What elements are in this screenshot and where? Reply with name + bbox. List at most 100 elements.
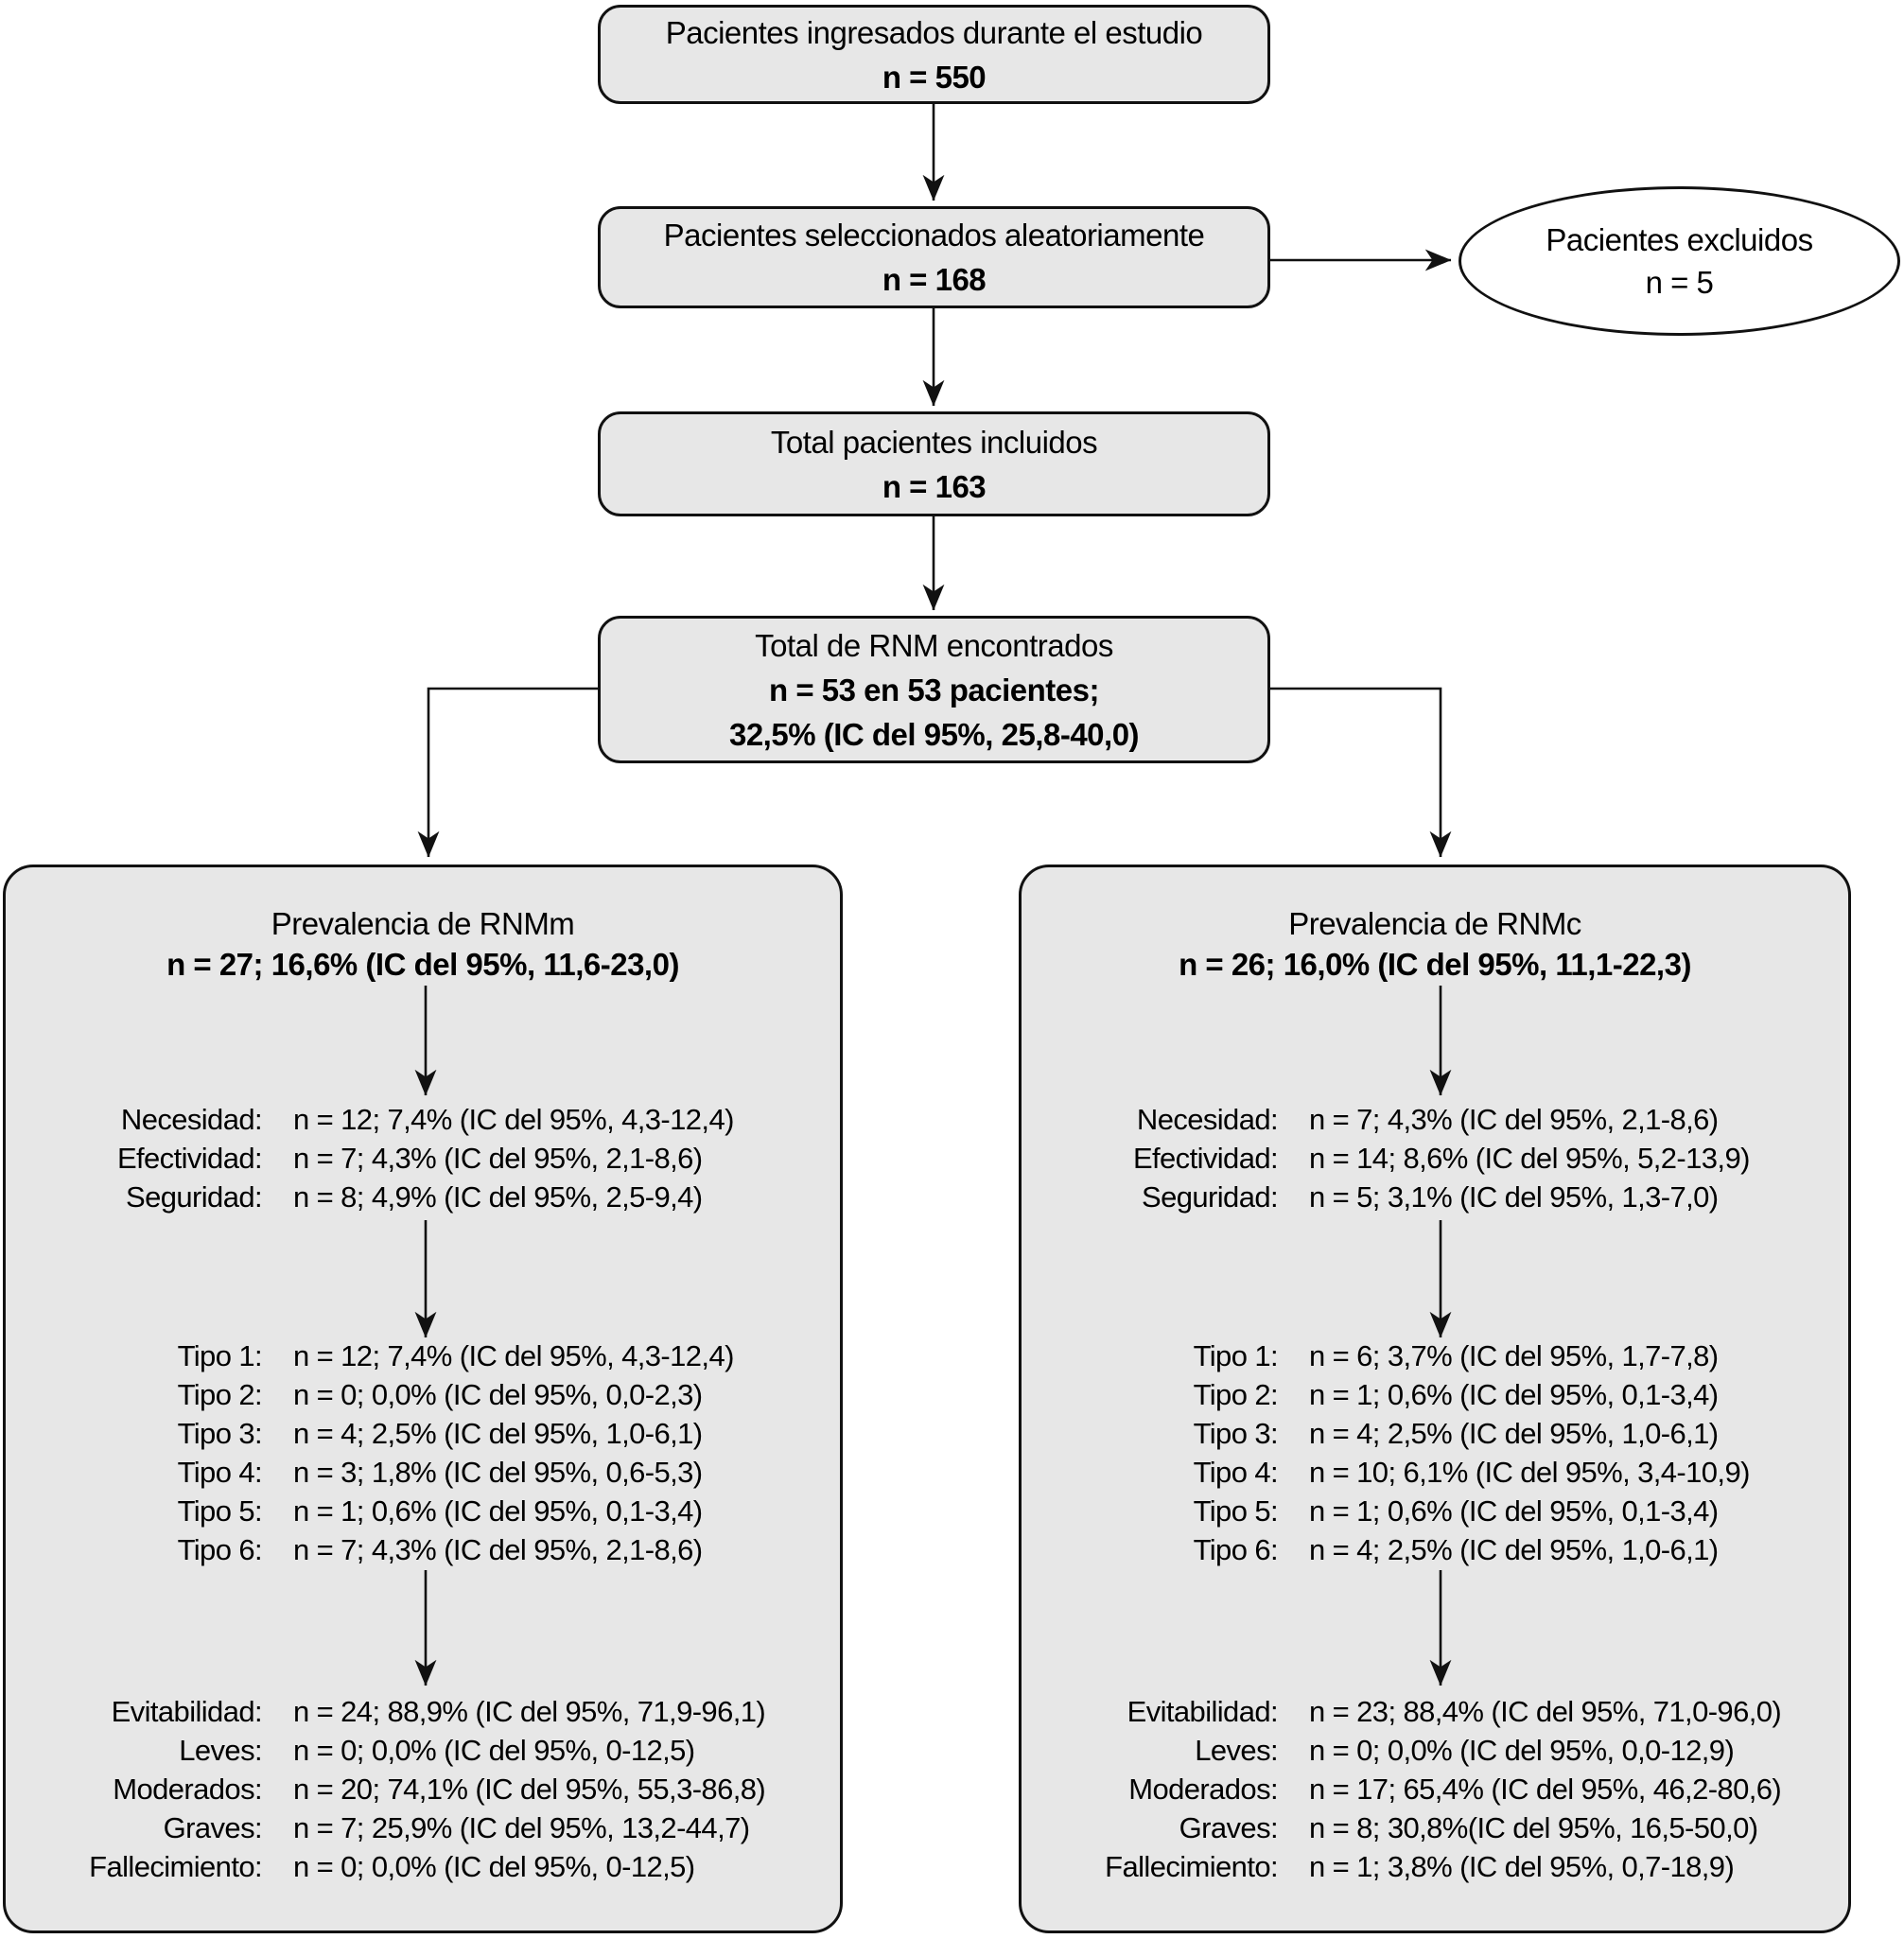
stat-row: Seguridad: n = 5; 3,1% (IC del 95%, 1,3-… — [1022, 1178, 1848, 1216]
stat-row: Evitabilidad: n = 24; 88,9% (IC del 95%,… — [6, 1692, 840, 1731]
stat-row: Tipo 1: n = 6; 3,7% (IC del 95%, 1,7-7,8… — [1022, 1336, 1848, 1375]
panel-rnmc-severity-section: Evitabilidad: n = 23; 88,4% (IC del 95%,… — [1022, 1692, 1848, 1886]
row-value: n = 8; 30,8%(IC del 95%, 16,5-50,0) — [1309, 1811, 1758, 1844]
row-label: Tipo 6: — [1193, 1533, 1279, 1566]
row-value: n = 8; 4,9% (IC del 95%, 2,5-9,4) — [293, 1180, 703, 1214]
row-value: n = 7; 4,3% (IC del 95%, 2,1-8,6) — [1309, 1103, 1719, 1136]
row-value: n = 4; 2,5% (IC del 95%, 1,0-6,1) — [1309, 1533, 1719, 1566]
row-label: Leves: — [1195, 1734, 1278, 1767]
panel-prevalencia-rnmm: Prevalencia de RNMm n = 27; 16,6% (IC de… — [3, 865, 843, 1933]
panel-rnmm-types-section: Tipo 1: n = 12; 7,4% (IC del 95%, 4,3-12… — [6, 1336, 840, 1569]
row-value: n = 12; 7,4% (IC del 95%, 4,3-12,4) — [293, 1103, 734, 1136]
node-text: Total de RNM encontrados — [755, 627, 1113, 663]
row-value: n = 7; 25,9% (IC del 95%, 13,2-44,7) — [293, 1811, 750, 1844]
row-value: n = 1; 0,6% (IC del 95%, 0,1-3,4) — [293, 1494, 703, 1528]
panel-rnmc-header: Prevalencia de RNMc n = 26; 16,0% (IC de… — [1022, 903, 1848, 985]
stat-row: Tipo 3: n = 4; 2,5% (IC del 95%, 1,0-6,1… — [6, 1414, 840, 1453]
row-value: n = 4; 2,5% (IC del 95%, 1,0-6,1) — [1309, 1417, 1719, 1450]
row-label: Tipo 3: — [177, 1417, 263, 1450]
stat-row: Tipo 5: n = 1; 0,6% (IC del 95%, 0,1-3,4… — [6, 1492, 840, 1530]
stat-row: Fallecimiento: n = 0; 0,0% (IC del 95%, … — [6, 1847, 840, 1886]
node-pacientes-excluidos: Pacientes excluidos n = 5 — [1459, 186, 1900, 336]
row-value: n = 4; 2,5% (IC del 95%, 1,0-6,1) — [293, 1417, 703, 1450]
stat-row: Seguridad: n = 8; 4,9% (IC del 95%, 2,5-… — [6, 1178, 840, 1216]
panel-rnmm-severity-section: Evitabilidad: n = 24; 88,9% (IC del 95%,… — [6, 1692, 840, 1886]
row-label: Evitabilidad: — [111, 1695, 263, 1728]
panel-rnmc-dimensions-section: Necesidad: n = 7; 4,3% (IC del 95%, 2,1-… — [1022, 1100, 1848, 1216]
node-count: n = 168 — [882, 262, 987, 297]
row-label: Graves: — [163, 1811, 263, 1844]
row-value: n = 7; 4,3% (IC del 95%, 2,1-8,6) — [293, 1142, 703, 1175]
stat-row: Efectividad: n = 14; 8,6% (IC del 95%, 5… — [1022, 1139, 1848, 1178]
row-label: Fallecimiento: — [89, 1850, 262, 1883]
row-label: Leves: — [179, 1734, 262, 1767]
row-value: n = 0; 0,0% (IC del 95%, 0,0-2,3) — [293, 1378, 703, 1411]
row-label: Seguridad: — [126, 1180, 263, 1214]
node-text: Pacientes excluidos — [1546, 222, 1813, 257]
stat-row: Tipo 5: n = 1; 0,6% (IC del 95%, 0,1-3,4… — [1022, 1492, 1848, 1530]
row-label: Tipo 1: — [1193, 1339, 1279, 1372]
panel-rnmm-stat: n = 27; 16,6% (IC del 95%, 11,6-23,0) — [166, 947, 679, 982]
stat-row: Fallecimiento: n = 1; 3,8% (IC del 95%, … — [1022, 1847, 1848, 1886]
node-total-rnm: Total de RNM encontrados n = 53 en 53 pa… — [598, 616, 1270, 763]
row-label: Tipo 1: — [177, 1339, 263, 1372]
node-count: n = 5 — [1645, 265, 1714, 300]
stat-row: Necesidad: n = 7; 4,3% (IC del 95%, 2,1-… — [1022, 1100, 1848, 1139]
node-count: n = 163 — [882, 468, 987, 504]
row-label: Tipo 5: — [177, 1494, 263, 1528]
panel-rnmm-dimensions-section: Necesidad: n = 12; 7,4% (IC del 95%, 4,3… — [6, 1100, 840, 1216]
row-label: Efectividad: — [116, 1142, 263, 1175]
row-label: Moderados: — [113, 1773, 262, 1806]
row-label: Tipo 2: — [1193, 1378, 1279, 1411]
row-value: n = 0; 0,0% (IC del 95%, 0-12,5) — [293, 1850, 695, 1883]
row-label: Tipo 2: — [177, 1378, 263, 1411]
stat-row: Tipo 2: n = 0; 0,0% (IC del 95%, 0,0-2,3… — [6, 1375, 840, 1414]
panel-rnmm-title: Prevalencia de RNMm — [271, 906, 575, 941]
row-value: n = 23; 88,4% (IC del 95%, 71,0-96,0) — [1309, 1695, 1782, 1728]
row-value: n = 17; 65,4% (IC del 95%, 46,2-80,6) — [1309, 1773, 1782, 1806]
stat-row: Moderados: n = 20; 74,1% (IC del 95%, 55… — [6, 1770, 840, 1808]
row-label: Necesidad: — [1136, 1103, 1279, 1136]
panel-rnmm-header: Prevalencia de RNMm n = 27; 16,6% (IC de… — [6, 903, 840, 985]
arrow-box4-to-left-panel — [417, 687, 600, 858]
panel-rnmc-stat: n = 26; 16,0% (IC del 95%, 11,1-22,3) — [1179, 947, 1691, 982]
row-label: Fallecimiento: — [1105, 1850, 1278, 1883]
stat-row: Leves: n = 0; 0,0% (IC del 95%, 0,0-12,9… — [1022, 1731, 1848, 1770]
row-value: n = 10; 6,1% (IC del 95%, 3,4-10,9) — [1309, 1456, 1750, 1489]
row-value: n = 1; 0,6% (IC del 95%, 0,1-3,4) — [1309, 1378, 1719, 1411]
stat-row: Tipo 4: n = 3; 1,8% (IC del 95%, 0,6-5,3… — [6, 1453, 840, 1492]
row-value: n = 1; 0,6% (IC del 95%, 0,1-3,4) — [1309, 1494, 1719, 1528]
row-label: Tipo 3: — [1193, 1417, 1279, 1450]
stat-row: Tipo 1: n = 12; 7,4% (IC del 95%, 4,3-12… — [6, 1336, 840, 1375]
row-label: Tipo 4: — [177, 1456, 263, 1489]
stat-row: Leves: n = 0; 0,0% (IC del 95%, 0-12,5) — [6, 1731, 840, 1770]
row-label: Seguridad: — [1142, 1180, 1279, 1214]
row-label: Moderados: — [1128, 1773, 1278, 1806]
node-text: Total pacientes incluidos — [770, 424, 1098, 460]
node-stat: 32,5% (IC del 95%, 25,8-40,0) — [728, 716, 1140, 752]
row-value: n = 0; 0,0% (IC del 95%, 0-12,5) — [293, 1734, 695, 1767]
row-label: Evitabilidad: — [1127, 1695, 1279, 1728]
row-label: Necesidad: — [120, 1103, 263, 1136]
stat-row: Tipo 2: n = 1; 0,6% (IC del 95%, 0,1-3,4… — [1022, 1375, 1848, 1414]
row-value: n = 3; 1,8% (IC del 95%, 0,6-5,3) — [293, 1456, 703, 1489]
node-pacientes-seleccionados: Pacientes seleccionados aleatoriamente n… — [598, 206, 1270, 308]
stat-row: Tipo 3: n = 4; 2,5% (IC del 95%, 1,0-6,1… — [1022, 1414, 1848, 1453]
row-value: n = 12; 7,4% (IC del 95%, 4,3-12,4) — [293, 1339, 734, 1372]
row-label: Tipo 4: — [1193, 1456, 1279, 1489]
stat-row: Necesidad: n = 12; 7,4% (IC del 95%, 4,3… — [6, 1100, 840, 1139]
stat-row: Tipo 6: n = 4; 2,5% (IC del 95%, 1,0-6,1… — [1022, 1530, 1848, 1569]
row-value: n = 5; 3,1% (IC del 95%, 1,3-7,0) — [1309, 1180, 1719, 1214]
stat-row: Tipo 4: n = 10; 6,1% (IC del 95%, 3,4-10… — [1022, 1453, 1848, 1492]
stat-row: Efectividad: n = 7; 4,3% (IC del 95%, 2,… — [6, 1139, 840, 1178]
row-value: n = 6; 3,7% (IC del 95%, 1,7-7,8) — [1309, 1339, 1719, 1372]
row-label: Efectividad: — [1132, 1142, 1279, 1175]
node-total-incluidos: Total pacientes incluidos n = 163 — [598, 411, 1270, 516]
node-text: Pacientes seleccionados aleatoriamente — [663, 218, 1205, 253]
stat-row: Graves: n = 7; 25,9% (IC del 95%, 13,2-4… — [6, 1808, 840, 1847]
node-count: n = 550 — [882, 59, 987, 95]
panel-prevalencia-rnmc: Prevalencia de RNMc n = 26; 16,0% (IC de… — [1019, 865, 1851, 1933]
node-text: Pacientes ingresados durante el estudio — [665, 14, 1203, 50]
